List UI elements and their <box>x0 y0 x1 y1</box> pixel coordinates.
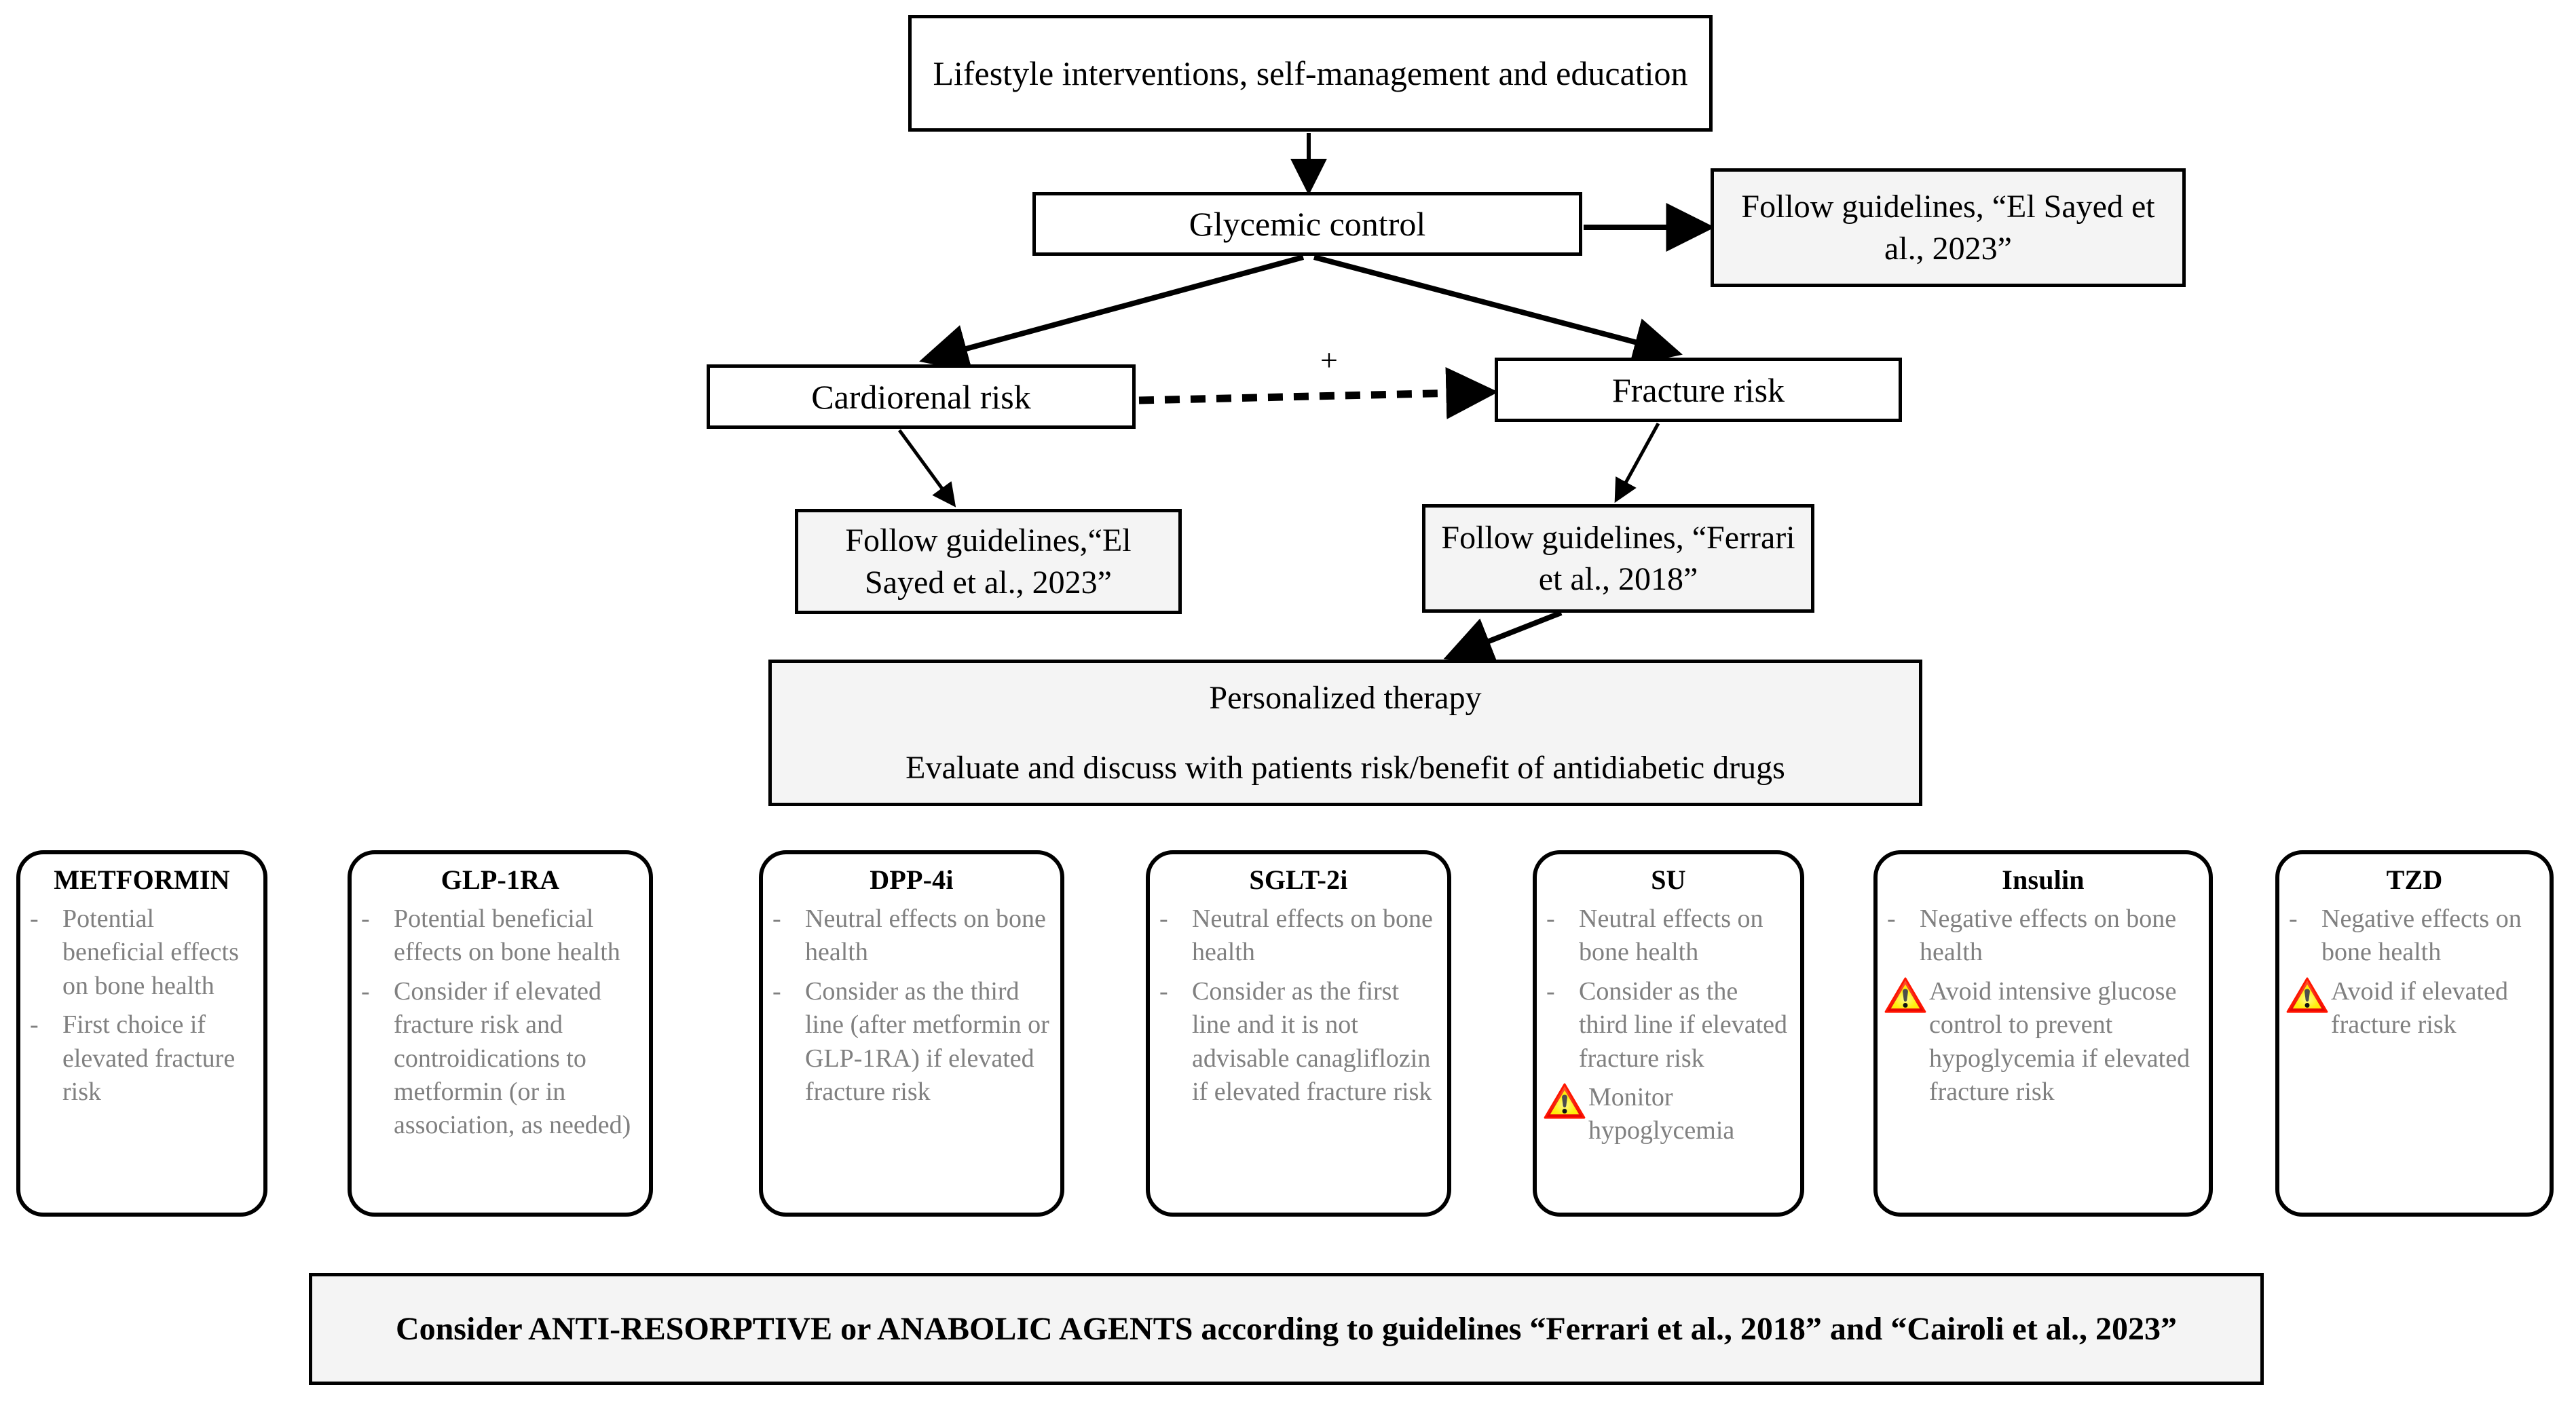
drug-card-bullet: Avoid if elevated fracture risk <box>2279 975 2550 1042</box>
node-lifestyle-label: Lifestyle interventions, self-management… <box>933 54 1688 92</box>
warning-icon <box>2285 976 2331 1014</box>
warning-icon <box>1883 976 1929 1014</box>
node-personalized-therapy-title: Personalized therapy <box>1209 679 1482 716</box>
bullet-dash-icon: - <box>2289 905 2298 933</box>
drug-card-bullet-list: -Neutral effects on bone health-Consider… <box>1150 902 1447 1109</box>
bullet-dash-icon: - <box>1887 905 1896 933</box>
drug-card-metformin[interactable]: METFORMIN-Potential beneficial effects o… <box>16 850 267 1217</box>
node-glycemic-control: Glycemic control <box>1032 192 1582 256</box>
drug-card-bullet: -Neutral effects on bone health <box>1537 902 1800 970</box>
drug-card-bullet-text: Potential beneficial effects on bone hea… <box>394 905 620 967</box>
drug-card-bullet: -Consider if elevated fracture risk and … <box>352 975 649 1143</box>
plus-sign-label: + <box>1320 343 1338 377</box>
drug-card-bullet: -First choice if elevated fracture risk <box>20 1008 263 1109</box>
bullet-dash-icon: - <box>1159 976 1168 1006</box>
node-fracture-risk: Fracture risk <box>1495 358 1902 422</box>
drug-card-title: DPP-4i <box>870 864 954 895</box>
drug-card-title: SU <box>1651 864 1686 895</box>
drug-card-bullet: Monitor hypoglycemia <box>1537 1081 1800 1148</box>
node-personalized-therapy: Personalized therapy Evaluate and discus… <box>768 660 1922 806</box>
bullet-dash-icon: - <box>772 905 781 933</box>
drug-card-bullet: -Consider as the third line (after metfo… <box>763 975 1060 1109</box>
node-personalized-therapy-subtitle: Evaluate and discuss with patients risk/… <box>906 750 1785 786</box>
drug-card-bullet-text: Consider as the third line if elevated f… <box>1579 976 1788 1073</box>
bullet-dash-icon: - <box>30 1010 39 1040</box>
drug-card-sglt-2i[interactable]: SGLT-2i-Neutral effects on bone health-C… <box>1146 850 1451 1217</box>
drug-card-bullet-text: Neutral effects on bone health <box>1192 905 1433 967</box>
bottom-recommendation-label: Consider ANTI-RESORPTIVE or ANABOLIC AGE… <box>395 1310 2178 1347</box>
node-follow-guidelines-fracture: Follow guidelines, “Ferrari et al., 2018… <box>1422 504 1814 613</box>
drug-card-bullet-text: Avoid intensive glucose control to preve… <box>1929 976 2190 1106</box>
drug-card-bullet-text: First choice if elevated fracture risk <box>62 1010 236 1106</box>
bullet-dash-icon: - <box>361 976 370 1006</box>
drug-card-title: SGLT-2i <box>1249 864 1348 895</box>
node-follow-guidelines-cardiorenal: Follow guidelines,“El Sayed et al., 2023… <box>795 509 1182 614</box>
drug-card-bullet-text: Monitor hypoglycemia <box>1588 1082 1735 1145</box>
drug-card-bullet: -Consider as the third line if elevated … <box>1537 975 1800 1076</box>
drug-card-dpp-4i[interactable]: DPP-4i-Neutral effects on bone health-Co… <box>759 850 1064 1217</box>
drug-card-bullet-list: -Neutral effects on bone health-Consider… <box>763 902 1060 1109</box>
node-follow-guidelines-glycemic: Follow guidelines, “El Sayed et al., 202… <box>1711 168 2186 287</box>
bullet-dash-icon: - <box>30 905 39 933</box>
drug-card-bullet-text: Consider as the first line and it is not… <box>1192 976 1432 1106</box>
drug-card-bullet-text: Consider as the third line (after metfor… <box>805 976 1049 1106</box>
node-glycemic-label: Glycemic control <box>1189 205 1426 243</box>
drug-card-bullet: -Neutral effects on bone health <box>763 902 1060 970</box>
drug-card-bullet: -Negative effects on bone health <box>2279 902 2550 970</box>
drug-card-bullet: Avoid intensive glucose control to preve… <box>1878 975 2209 1109</box>
drug-card-bullet-list: -Neutral effects on bone health-Consider… <box>1537 902 1800 1148</box>
node-fracture-risk-label: Fracture risk <box>1611 370 1785 409</box>
node-cardiorenal-risk-label: Cardiorenal risk <box>811 377 1031 416</box>
node-follow-guidelines-glycemic-label: Follow guidelines, “El Sayed et al., 202… <box>1741 189 2155 267</box>
drug-card-bullet: -Negative effects on bone health <box>1878 902 2209 970</box>
drug-card-title: METFORMIN <box>54 864 230 895</box>
bullet-dash-icon: - <box>1546 976 1555 1006</box>
bullet-dash-icon: - <box>361 905 370 933</box>
drug-card-bullet-text: Avoid if elevated fracture risk <box>2331 976 2508 1040</box>
bullet-dash-icon: - <box>1546 905 1555 933</box>
drug-card-glp-1ra[interactable]: GLP-1RA -Potential beneficial effects on … <box>348 850 653 1217</box>
drug-card-su[interactable]: SU-Neutral effects on bone health-Consid… <box>1533 850 1804 1217</box>
bullet-dash-icon: - <box>772 976 781 1006</box>
warning-icon <box>1542 1082 1588 1120</box>
drug-card-tzd[interactable]: TZD -Negative effects on bone health Avoi… <box>2275 850 2554 1217</box>
drug-card-bullet-text: Consider if elevated fracture risk and c… <box>394 976 631 1140</box>
drug-card-bullet: -Consider as the first line and it is no… <box>1150 975 1447 1109</box>
drug-card-bullet-list: -Negative effects on bone health Avoid i… <box>2279 902 2550 1042</box>
drug-card-bullet: -Potential beneficial effects on bone he… <box>20 902 263 1003</box>
drug-card-bullet-text: Neutral effects on bone health <box>805 905 1046 967</box>
bullet-dash-icon: - <box>1159 905 1168 933</box>
drug-card-title: TZD <box>2386 864 2443 895</box>
node-follow-guidelines-fracture-label: Follow guidelines, “Ferrari et al., 2018… <box>1441 519 1795 597</box>
drug-card-bullet: -Neutral effects on bone health <box>1150 902 1447 970</box>
drug-card-bullet-text: Neutral effects on bone health <box>1579 905 1763 967</box>
drug-card-insulin[interactable]: Insulin -Negative effects on bone health … <box>1873 850 2213 1217</box>
node-follow-guidelines-cardiorenal-label: Follow guidelines,“El Sayed et al., 2023… <box>845 522 1132 601</box>
drug-card-bullet-text: Potential beneficial effects on bone hea… <box>62 905 239 1000</box>
drug-card-bullet-list: -Potential beneficial effects on bone he… <box>20 902 263 1109</box>
node-lifestyle-interventions: Lifestyle interventions, self-management… <box>908 15 1713 132</box>
drug-card-title: GLP-1RA <box>441 864 560 895</box>
drug-card-bullet-list: -Negative effects on bone health Avoid i… <box>1878 902 2209 1109</box>
drug-card-bullet: -Potential beneficial effects on bone he… <box>352 902 649 970</box>
drug-card-bullet-text: Negative effects on bone health <box>2321 905 2522 967</box>
node-cardiorenal-risk: Cardiorenal risk <box>707 364 1136 429</box>
drug-card-bullet-text: Negative effects on bone health <box>1920 905 2177 967</box>
drug-card-bullet-list: -Potential beneficial effects on bone he… <box>352 902 649 1143</box>
drug-card-title: Insulin <box>2002 864 2085 895</box>
bottom-recommendation-banner: Consider ANTI-RESORPTIVE or ANABOLIC AGE… <box>309 1273 2264 1385</box>
